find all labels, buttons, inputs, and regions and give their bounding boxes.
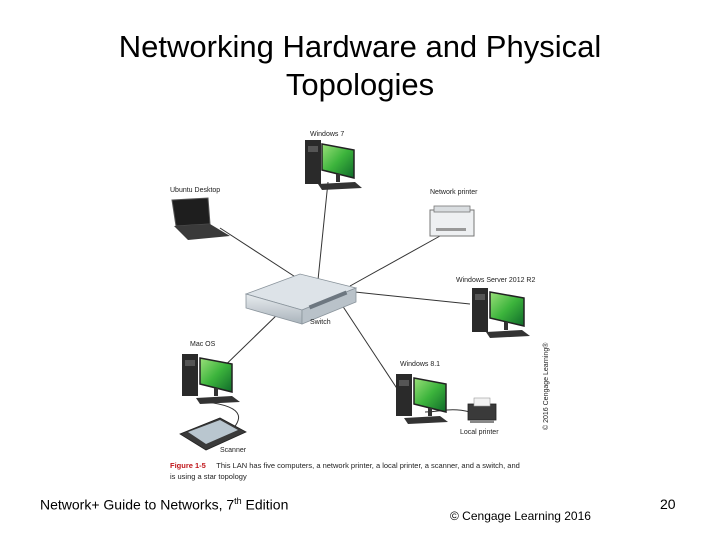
footer-book-end: Edition <box>241 496 289 513</box>
cable-ubuntu <box>219 227 301 281</box>
printer-paper <box>473 397 491 407</box>
cable-windows-server <box>354 291 471 305</box>
label-local-printer: Local printer <box>460 429 499 436</box>
copyright-watermark: © 2016 Cengage Learning® <box>542 342 550 430</box>
title-line-1: Networking Hardware and Physical <box>118 29 602 64</box>
figure-caption-line-2: is using a star topology <box>170 472 247 481</box>
macos-computer[interactable] <box>182 354 240 404</box>
label-windows81: Windows 8.1 <box>400 361 440 368</box>
windows7-computer[interactable] <box>305 140 362 190</box>
monitor-screen <box>489 291 525 327</box>
footer-book-title: Network+ Guide to Networks, 7th Edition <box>40 496 288 513</box>
star-topology-diagram: Windows 7 Ubuntu Desktop Network printer… <box>170 131 550 481</box>
label-ubuntu: Ubuntu Desktop <box>170 187 220 194</box>
scanner[interactable] <box>179 417 247 451</box>
printer-body <box>467 403 497 421</box>
switch-ports <box>308 290 348 310</box>
network-printer[interactable] <box>429 205 475 237</box>
keyboard <box>196 396 240 404</box>
label-macos: Mac OS <box>190 341 216 348</box>
figure-caption-line-1: Figure 1-5 This LAN has five computers, … <box>170 455 520 472</box>
monitor-stand <box>504 322 508 330</box>
printer-tray <box>470 420 494 423</box>
laptop-base <box>174 224 230 240</box>
monitor-screen <box>321 143 355 179</box>
label-network-printer: Network printer <box>430 189 478 196</box>
slide-title: Networking Hardware and Physical Topolog… <box>40 28 680 104</box>
figure-number: Figure 1-5 <box>170 461 206 470</box>
footer-book-sup: th <box>234 496 242 506</box>
label-scanner: Scanner <box>220 447 247 454</box>
page-number: 20 <box>660 496 676 512</box>
label-switch: Switch <box>310 319 331 326</box>
cable-windows81 <box>339 301 399 391</box>
footer-book: Network+ Guide to Networks, 7 <box>40 496 235 513</box>
cable-windows7 <box>317 181 329 281</box>
monitor-stand <box>214 388 218 396</box>
network-switch[interactable] <box>244 273 358 325</box>
printer-slot <box>436 228 466 231</box>
laptop-screen <box>171 197 211 227</box>
label-windows7: Windows 7 <box>310 131 344 138</box>
printer-top <box>433 205 471 213</box>
keyboard <box>486 330 530 338</box>
footer-copyright: © Cengage Learning 2016 <box>450 509 591 523</box>
tower-bay <box>185 360 195 366</box>
windows-server-computer[interactable] <box>472 288 530 338</box>
tower-bay <box>399 380 409 386</box>
keyboard <box>318 182 362 190</box>
monitor-stand <box>336 174 340 182</box>
monitor-screen <box>413 377 447 413</box>
windows81-computer[interactable] <box>396 374 448 424</box>
cable-network-printer <box>349 235 441 287</box>
monitor-stand <box>428 408 432 416</box>
ubuntu-laptop[interactable] <box>171 197 230 240</box>
title-line-2: Topologies <box>285 67 435 102</box>
scanner-glass <box>188 420 238 444</box>
monitor-screen <box>199 357 233 393</box>
local-printer[interactable] <box>467 397 497 423</box>
tower-bay <box>308 146 318 152</box>
caption-text: This LAN has five computers, a network p… <box>216 461 520 470</box>
label-windows-server: Windows Server 2012 R2 <box>456 277 535 284</box>
printer-body <box>429 209 475 237</box>
network-cables <box>205 181 471 433</box>
keyboard <box>404 416 448 424</box>
tower-bay <box>475 294 485 300</box>
